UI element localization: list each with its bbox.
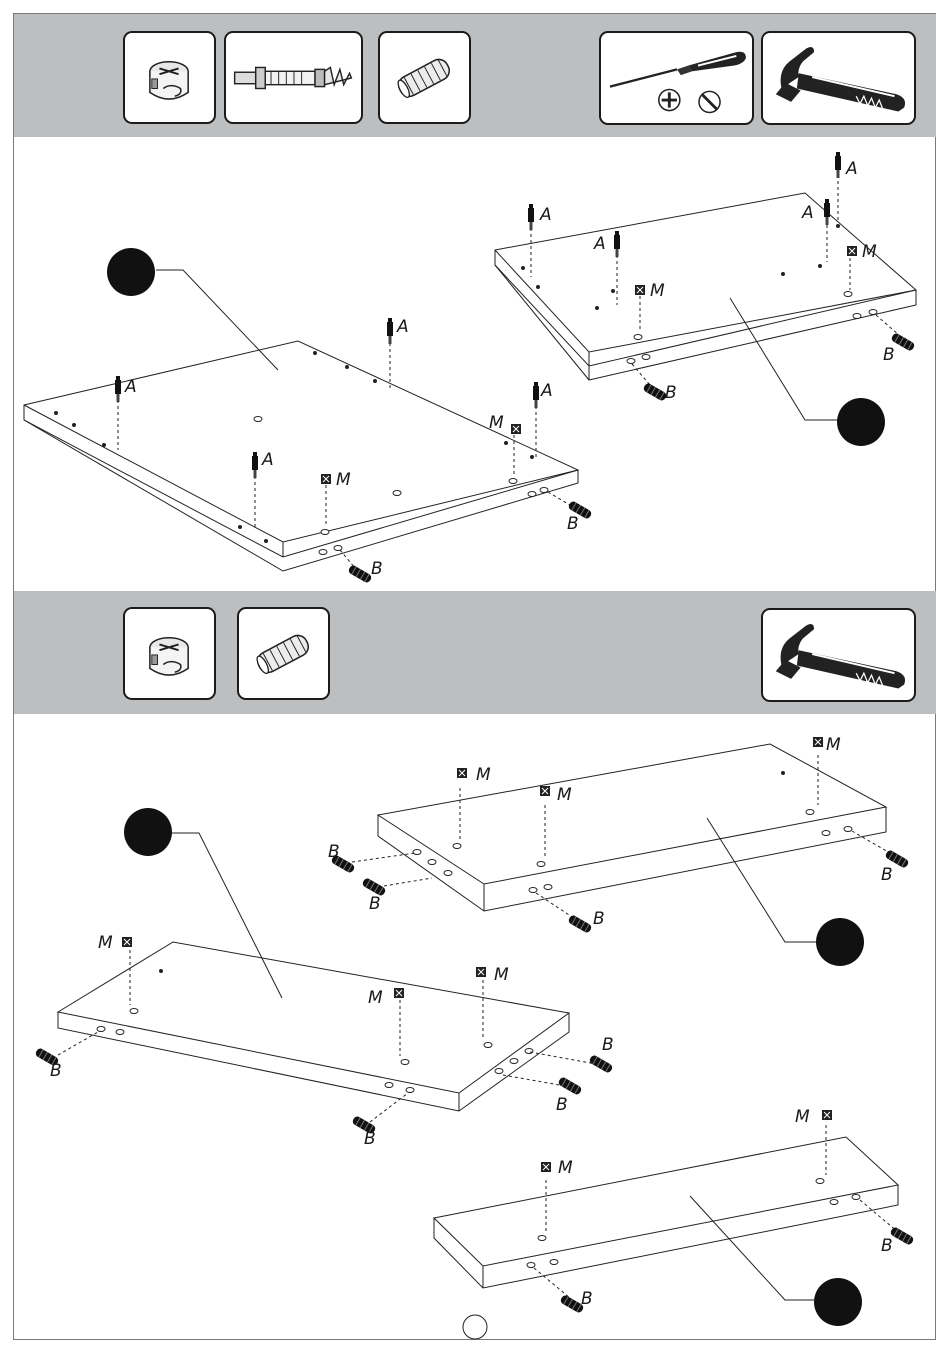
panel-large-top: [24, 341, 578, 571]
label-b: B: [567, 514, 579, 534]
label-b: B: [883, 345, 895, 365]
label-a: A: [539, 205, 552, 225]
label-m: M: [494, 965, 509, 985]
label-a: A: [261, 450, 274, 470]
label-b: B: [665, 383, 677, 403]
label-m: M: [476, 765, 491, 785]
panel-long-middle: [58, 942, 569, 1111]
label-a: A: [845, 159, 858, 179]
label-m: M: [368, 988, 383, 1008]
label-a: A: [593, 234, 606, 254]
label-m: M: [558, 1158, 573, 1178]
page-number-circle: [463, 1315, 487, 1339]
callout-disc: [814, 1278, 862, 1326]
panel-top-right: [495, 193, 916, 380]
label-m: M: [795, 1107, 810, 1127]
label-b: B: [50, 1061, 62, 1081]
label-b: B: [328, 842, 340, 862]
label-b: B: [602, 1035, 614, 1055]
label-b: B: [581, 1289, 593, 1309]
label-m: M: [98, 933, 113, 953]
label-b: B: [881, 1236, 893, 1256]
panel-long-upper: [378, 744, 886, 911]
label-a: A: [396, 317, 409, 337]
label-b: B: [369, 894, 381, 914]
callout-disc: [107, 248, 155, 296]
callout-disc: [816, 918, 864, 966]
label-a: A: [124, 377, 137, 397]
label-m: M: [489, 413, 504, 433]
label-b: B: [556, 1095, 568, 1115]
label-b: B: [881, 865, 893, 885]
label-b: B: [371, 559, 383, 579]
callout-disc: [837, 398, 885, 446]
label-b: B: [364, 1129, 376, 1149]
label-a: A: [801, 203, 814, 223]
label-a: A: [540, 381, 553, 401]
label-m: M: [336, 470, 351, 490]
callout-disc: [124, 808, 172, 856]
label-m: M: [826, 735, 841, 755]
label-m: M: [557, 785, 572, 805]
label-b: B: [593, 909, 605, 929]
label-m: M: [650, 281, 665, 301]
label-m: M: [862, 242, 877, 262]
panel-long-bottom: [434, 1137, 898, 1288]
